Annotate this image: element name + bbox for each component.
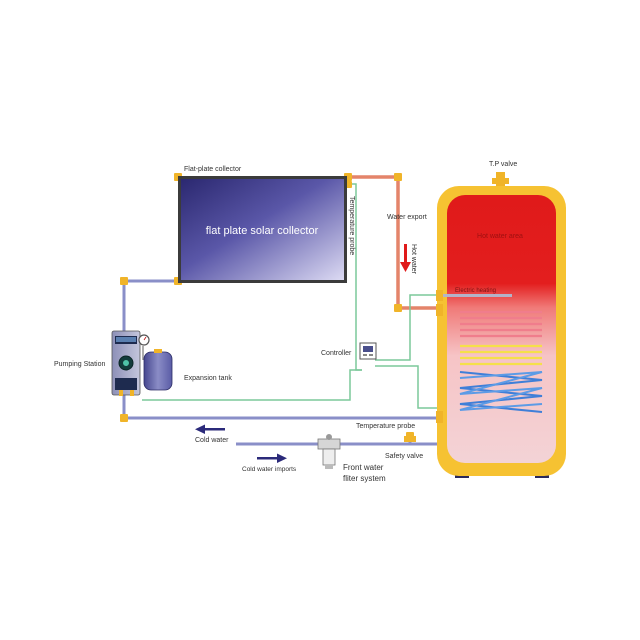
front-water-label-1: Front water [343, 463, 384, 472]
expansion-tank [143, 349, 173, 391]
front-water-label-2: fliter system [343, 474, 386, 483]
pumping-station-label: Pumping Station [54, 361, 105, 368]
electric-heating-label: Electric heating [455, 288, 496, 294]
collector-title: Flat-plate collector [184, 166, 242, 173]
cold-water-arrow [195, 424, 225, 434]
water-export-label: Water export [387, 214, 427, 221]
heat-exchanger-coil [459, 310, 543, 413]
controller-box [359, 342, 377, 360]
cold-water-imports-arrow [257, 453, 287, 463]
tank-cold-inlet [436, 411, 443, 423]
controller-label: Controller [321, 350, 352, 357]
controller-probe-wire [375, 365, 440, 409]
controller-tank-wire [375, 294, 440, 361]
tp-valve [492, 172, 509, 186]
storage-tank [437, 186, 566, 478]
hot-water-area-label: Hot water area [477, 233, 523, 240]
hot-water-arrow [400, 244, 411, 272]
hot-water-pipe [346, 175, 442, 310]
tp-valve-label: T.P valve [489, 161, 517, 168]
collector-temperature-probe-label: Temperature probe [348, 196, 355, 255]
pressure-gauge-icon [138, 334, 150, 360]
pump-controller-wire [142, 369, 362, 401]
tank-hot-inlet [436, 304, 443, 316]
safety-valve-label: Safety valve [385, 453, 423, 460]
tank-temperature-probe-label: Temperature probe [356, 423, 415, 430]
cold-water-imports-label: Cold water imports [242, 466, 297, 473]
expansion-tank-label: Expansion tank [184, 375, 232, 382]
electric-heating-element [436, 290, 512, 301]
pumping-station [111, 330, 141, 396]
collector-return-pipe [122, 279, 178, 335]
front-water-filter [317, 434, 341, 469]
flat-plate-collector [178, 176, 347, 283]
cold-water-label: Cold water [195, 437, 229, 444]
cold-feed-pipe [122, 395, 440, 420]
collector-panel-label: flat plate solar collector [206, 225, 319, 237]
safety-valve [404, 436, 416, 442]
hot-water-label: Hot water [410, 244, 417, 275]
